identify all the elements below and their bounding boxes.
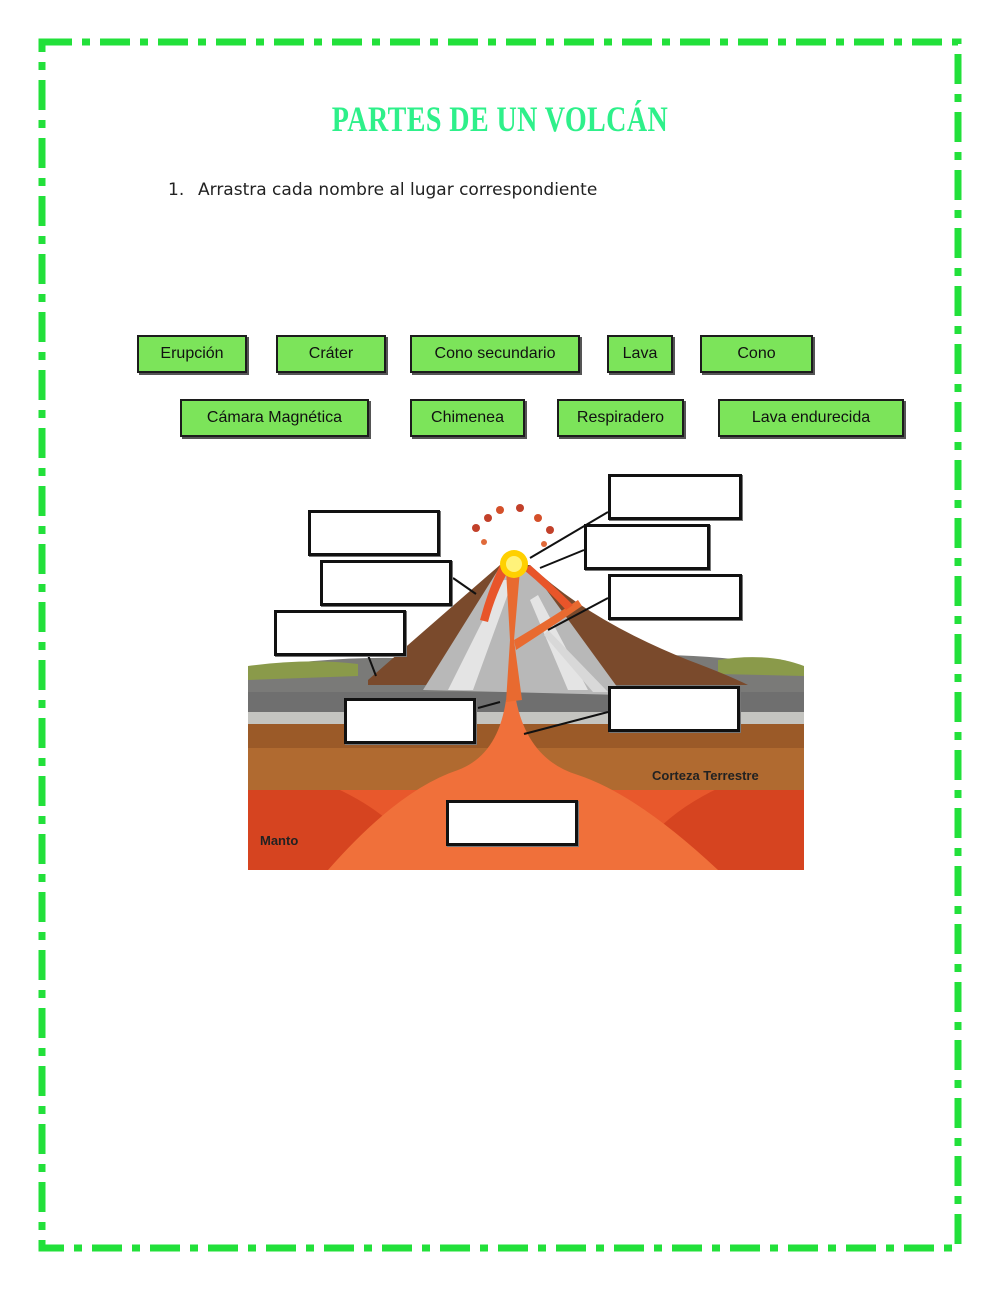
instruction-label: Arrastra cada nombre al lugar correspond…	[198, 180, 598, 200]
instruction-text: 1. Arrastra cada nombre al lugar correspo…	[168, 180, 597, 200]
drop-zone-4[interactable]	[344, 698, 476, 744]
word-chip-erupcion[interactable]: Erupción	[137, 335, 247, 373]
page-title: PARTES DE UN VOLCÁN	[331, 99, 669, 139]
word-chip-camara-magnetica[interactable]: Cámara Magnética	[180, 399, 369, 437]
drop-zone-6[interactable]	[608, 474, 742, 520]
magma-chamber	[328, 700, 718, 870]
word-chip-respiradero[interactable]: Respiradero	[557, 399, 684, 437]
word-chip-cono-secundario[interactable]: Cono secundario	[410, 335, 580, 373]
drop-zone-8[interactable]	[608, 574, 742, 620]
instruction-number: 1.	[168, 180, 185, 200]
drop-zone-5[interactable]	[446, 800, 578, 846]
word-chip-crater[interactable]: Cráter	[276, 335, 386, 373]
drop-zone-7[interactable]	[584, 524, 710, 570]
crust-label: Corteza Terrestre	[652, 768, 759, 783]
dashed-page-border	[38, 38, 962, 1252]
drop-zone-2[interactable]	[320, 560, 452, 606]
chimney-conduit	[506, 570, 522, 702]
word-chip-lava-endurecida[interactable]: Lava endurecida	[718, 399, 904, 437]
drop-zone-9[interactable]	[608, 686, 740, 732]
word-chip-lava[interactable]: Lava	[607, 335, 673, 373]
word-chip-chimenea[interactable]: Chimenea	[410, 399, 525, 437]
word-chip-cono[interactable]: Cono	[700, 335, 813, 373]
drop-zone-3[interactable]	[274, 610, 406, 656]
drop-zone-1[interactable]	[308, 510, 440, 556]
mantle-label: Manto	[260, 833, 298, 848]
volcano-diagram: Corteza Terrestre Manto	[248, 470, 804, 870]
